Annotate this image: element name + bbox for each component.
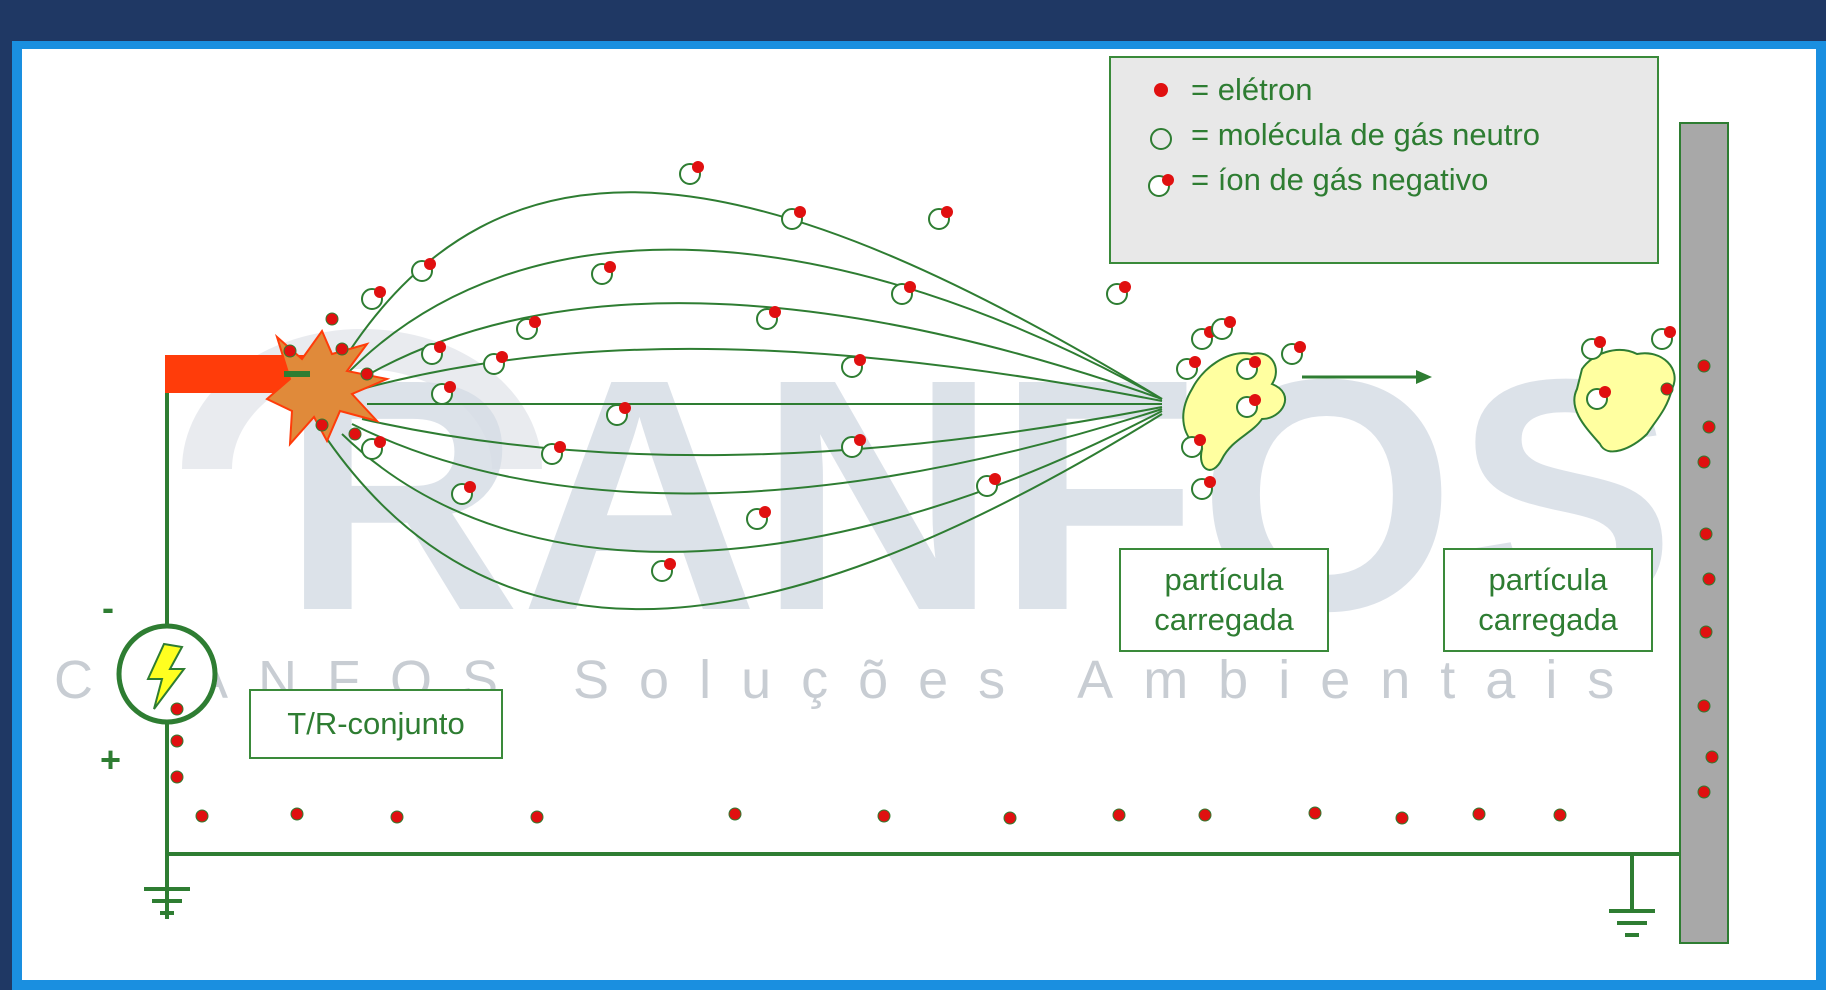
negative-ion [841,434,866,458]
negative-ion [651,558,676,582]
negative-ion [841,354,866,378]
legend-row-neutral: = molécula de gás neutro [1111,115,1657,155]
electron [1660,382,1674,396]
electron [1472,807,1486,821]
negative-ion [361,286,386,310]
electrostatic-diagram [116,122,1729,944]
electron [1699,527,1713,541]
negative-ion [976,473,1001,497]
negative-ion [451,481,476,505]
electron [1702,572,1716,586]
label-particle-left: partícula carregada [1119,548,1329,652]
legend: = elétron = molécula de gás neutro = íon… [1109,56,1659,264]
negative-ion [1281,341,1306,365]
electron [728,807,742,821]
negative-ion [516,316,541,340]
electron [390,810,404,824]
negative-ion [1176,356,1201,380]
circuit-wires [165,389,1680,919]
ground-symbol-right [1609,909,1655,937]
electron [170,770,184,784]
electron [1699,625,1713,639]
electron [335,342,349,356]
diagram-canvas: RANFOS CRANFOS Soluções Ambientais [22,49,1816,980]
electron [315,418,329,432]
slide-frame: RANFOS CRANFOS Soluções Ambientais [12,41,1826,990]
neutral-molecule-icon [1150,128,1172,150]
label-particle-right: partícula carregada [1443,548,1653,652]
legend-row-ion: = íon de gás negativo [1111,160,1657,200]
supply-minus-sign: - [102,587,114,628]
electron [1553,808,1567,822]
electron [170,702,184,716]
field-lines [326,191,1163,611]
negative-ion [746,506,771,530]
negative-ion-icon [1148,174,1174,197]
electron [877,809,891,823]
negative-ion [431,381,456,405]
electron [1705,750,1719,764]
legend-electron-label: = elétron [1191,72,1313,107]
negative-ion [541,441,566,465]
negative-ion [1236,394,1261,418]
negative-ion [1191,476,1216,500]
negative-ion [679,161,704,185]
electron [1697,699,1711,713]
lightning-icon [146,642,186,710]
negative-ion [591,261,616,285]
electron [1697,455,1711,469]
supply-plus-sign: + [100,739,122,780]
motion-arrow [1302,370,1432,384]
corona-discharge [265,328,391,447]
electrons [170,312,1719,825]
negative-ion [421,341,446,365]
negative-ion [891,281,916,305]
electron [1308,806,1322,820]
electron [530,810,544,824]
negative-ion [781,206,806,230]
negative-ion [411,258,436,282]
electron [1003,811,1017,825]
electrode-minus-sign [284,371,310,377]
negative-ion [361,436,386,460]
negative-ion [1236,356,1261,380]
electron-icon [1154,83,1168,97]
negative-ion [606,402,631,426]
gas-ions [361,161,1676,582]
electron [170,734,184,748]
negative-ion [1106,281,1131,305]
negative-ion [928,206,953,230]
negative-ion [1181,434,1206,458]
negative-ion [1211,316,1236,340]
electron [1697,359,1711,373]
charged-particle-right [1573,349,1676,453]
electron [1702,420,1716,434]
electron [325,312,339,326]
electron [283,344,297,358]
electron [195,809,209,823]
electron [1697,785,1711,799]
electron [1395,811,1409,825]
ground-symbol-left [144,887,190,915]
legend-row-electron: = elétron [1111,70,1657,110]
legend-ion-label: = íon de gás negativo [1191,162,1489,197]
electron [1112,808,1126,822]
electron [290,807,304,821]
negative-ion [1586,386,1611,410]
collecting-plate [1679,122,1729,944]
negative-ion [1651,326,1676,350]
electron [348,427,362,441]
power-supply [116,623,218,725]
negative-ion [1581,336,1606,360]
electron [360,367,374,381]
negative-ion [483,351,508,375]
label-tr-set: T/R-conjunto [249,689,503,759]
negative-ion [756,306,781,330]
electron [1198,808,1212,822]
legend-neutral-label: = molécula de gás neutro [1191,117,1540,152]
